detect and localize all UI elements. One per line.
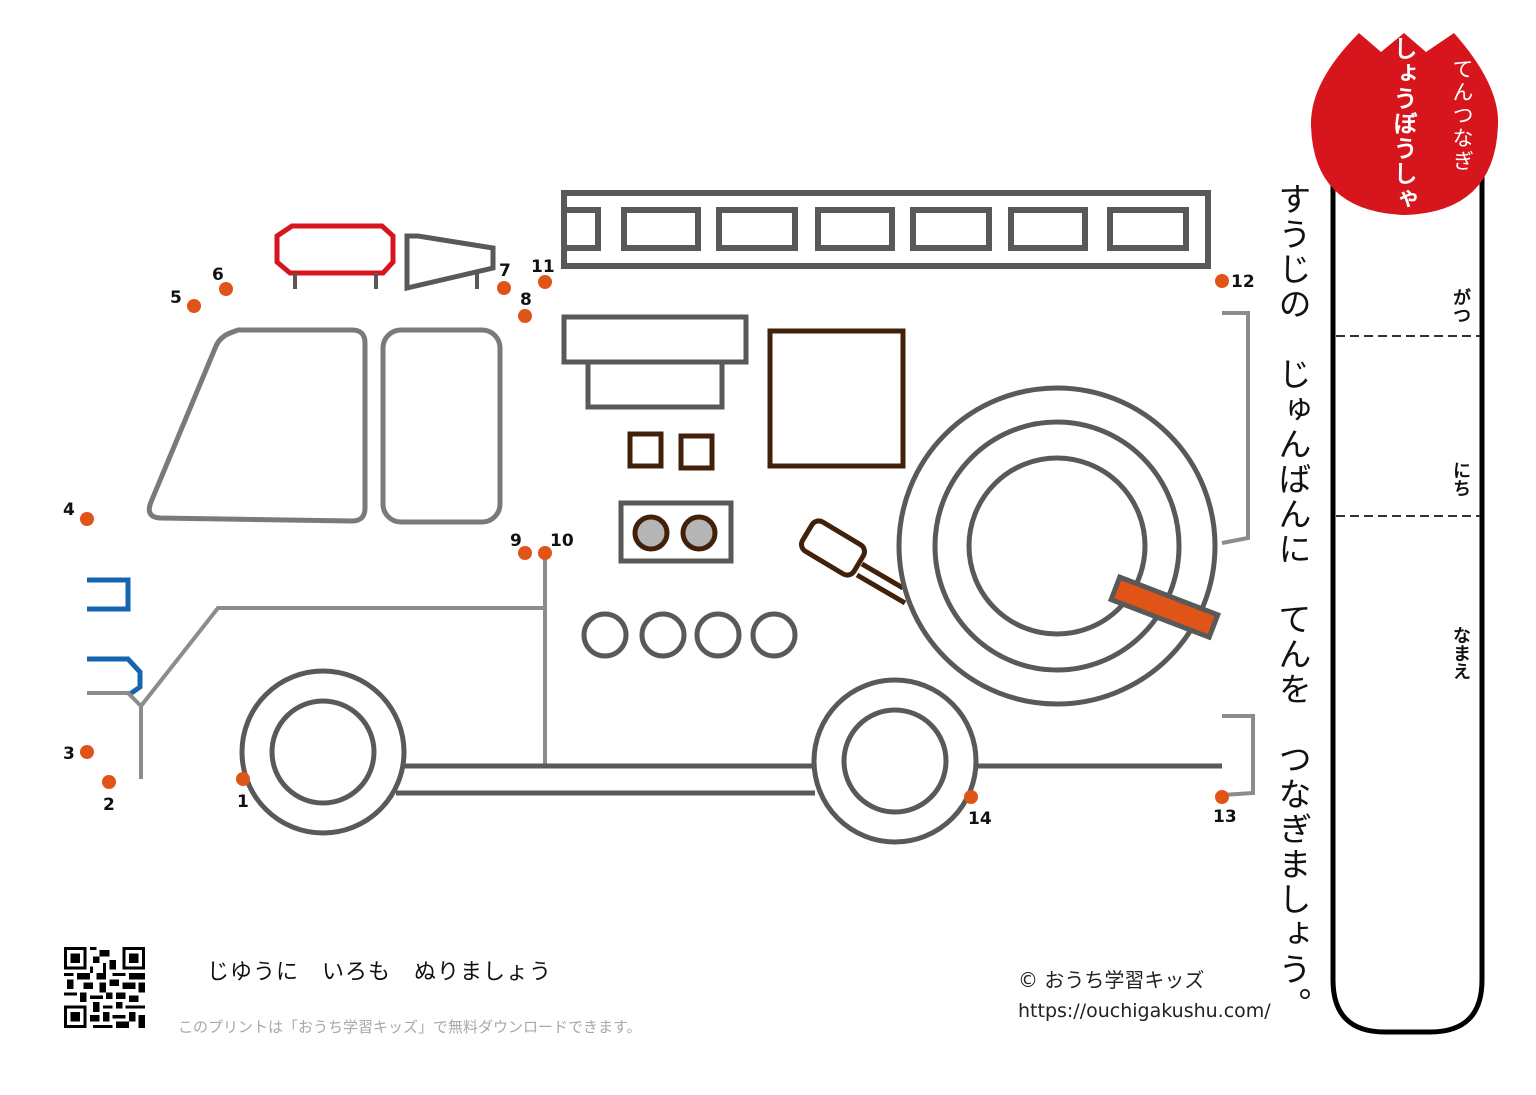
dot-label-7: 7 (499, 261, 511, 281)
dot-8[interactable] (518, 309, 532, 323)
dot-label-12: 12 (1231, 272, 1255, 292)
dot-label-6: 6 (212, 265, 224, 285)
dot-5[interactable] (187, 299, 201, 313)
instruction-text: すうじの じゅんばんに てんを つなぎましょう。 (1273, 182, 1312, 1022)
name-strip (1330, 150, 1485, 1035)
rear-wheel (811, 677, 979, 845)
dot-labels: 1 2 3 4 5 6 7 8 9 10 11 12 13 14 (63, 257, 1255, 829)
dot-13[interactable] (1215, 790, 1229, 804)
download-note: このプリントは「おうち学習キッズ」で無料ダウンロードできます。 (178, 1018, 642, 1036)
dot-label-13: 13 (1213, 807, 1237, 827)
equipment-boxes (561, 314, 749, 564)
control-panel (627, 328, 906, 471)
dot-label-2: 2 (103, 795, 115, 815)
hose-reel (896, 385, 1222, 707)
dot-label-14: 14 (968, 809, 992, 829)
connect-dots (80, 274, 1229, 804)
dot-label-11: 11 (531, 257, 555, 277)
dot-9[interactable] (518, 546, 532, 560)
dot-1[interactable] (236, 772, 250, 786)
dot-label-5: 5 (170, 288, 182, 308)
dot-label-10: 10 (550, 531, 574, 551)
chassis (396, 763, 1222, 796)
worksheet-category: てんつなぎ (1450, 58, 1474, 173)
field-label-day: にち (1450, 461, 1471, 497)
dot-label-3: 3 (63, 744, 75, 764)
field-label-month: がつ (1450, 288, 1471, 324)
gauges (632, 514, 718, 552)
dot-2[interactable] (102, 775, 116, 789)
qr-code-icon[interactable] (64, 947, 145, 1028)
dot-6[interactable] (219, 282, 233, 296)
dot-4[interactable] (80, 512, 94, 526)
truck-body-lines (87, 311, 1255, 797)
dot-7[interactable] (497, 281, 511, 295)
site-url-link[interactable]: https://ouchigakushu.com/ (1018, 1000, 1271, 1022)
color-note: じゆうに いろも ぬりましょう (207, 960, 553, 985)
siren-light (274, 223, 396, 289)
dot-14[interactable] (964, 790, 978, 804)
title-badge (1310, 33, 1499, 215)
cab-windows (146, 327, 503, 525)
dot-12[interactable] (1215, 274, 1229, 288)
dot-3[interactable] (80, 745, 94, 759)
front-wheel (239, 668, 407, 836)
dot-label-8: 8 (520, 290, 532, 310)
headlights (87, 577, 143, 697)
hose-nozzle (799, 518, 907, 606)
worksheet-title: しょうぼうしゃ (1389, 36, 1417, 211)
dot-label-1: 1 (237, 792, 249, 812)
dot-label-9: 9 (510, 531, 522, 551)
dot-label-4: 4 (63, 500, 75, 520)
copyright: © おうち学習キッズ (1018, 968, 1205, 992)
field-label-name: なまえ (1450, 626, 1471, 680)
dot-11[interactable] (538, 275, 552, 289)
dot-10[interactable] (538, 546, 552, 560)
vent-circles (581, 611, 798, 659)
speaker-horn (404, 233, 496, 292)
ladder (561, 190, 1211, 269)
